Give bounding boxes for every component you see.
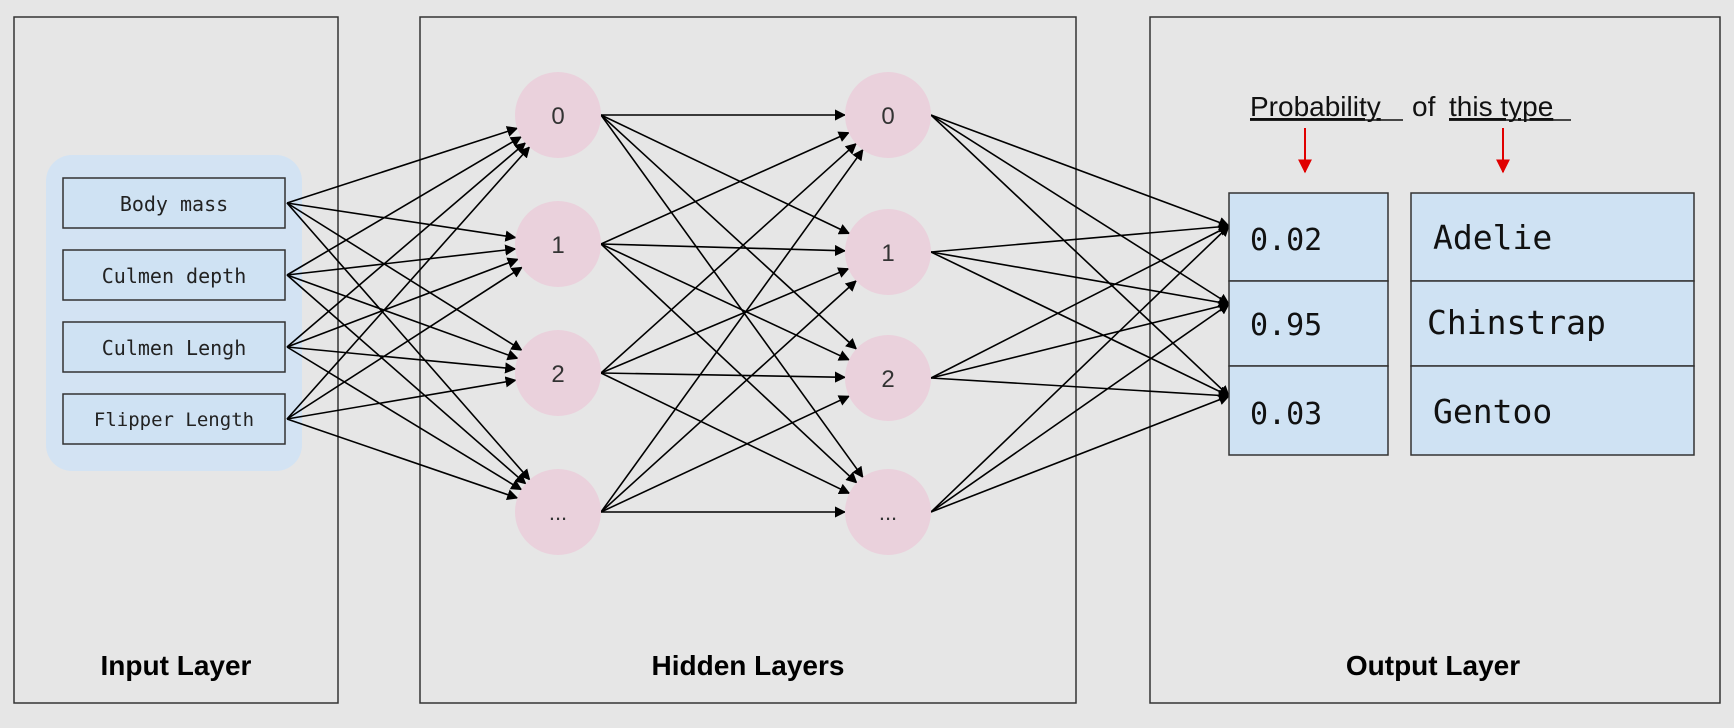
edge-hidden2-to-output: [930, 225, 1230, 513]
edge-input-to-hidden1: [286, 418, 519, 501]
hidden-node-label: 1: [551, 232, 564, 259]
edge-input-to-hidden1: [286, 274, 527, 485]
edge-hidden2-to-output: [930, 394, 1231, 513]
hidden-node-label: ...: [549, 500, 567, 525]
hidden-node: [515, 469, 601, 555]
input-feature-label: Flipper Length: [94, 409, 254, 431]
input-layer-panel: [13, 16, 339, 704]
edge-hidden1-to-hidden2: [600, 243, 847, 257]
input-layer-title: Input Layer: [101, 650, 252, 681]
edge-input-to-hidden1: [286, 146, 531, 420]
header-of: of: [1412, 91, 1436, 122]
edge-hidden1-to-hidden2: [600, 148, 864, 513]
input-feature-label: Body mass: [120, 192, 228, 216]
edge-hidden2-to-output: [930, 221, 1231, 253]
hidden-node-label: 0: [551, 103, 564, 130]
probability-value: 0.95: [1250, 308, 1322, 343]
hidden-layer-2: 0 1 2 ...: [845, 72, 931, 555]
hidden-node: [845, 72, 931, 158]
species-cell: [1410, 192, 1695, 282]
edge-hidden1-to-hidden2: [600, 395, 851, 513]
input-feature-label: Culmen Lengh: [102, 336, 247, 360]
hidden-node: [845, 335, 931, 421]
species-cell: [1410, 365, 1695, 456]
edge-hidden1-to-hidden2: [600, 371, 847, 383]
probability-cell: [1228, 365, 1389, 456]
hidden-node-label: ...: [879, 500, 897, 525]
species-label: Adelie: [1433, 218, 1552, 257]
edge-hidden1-to-hidden2: [600, 114, 851, 235]
hidden-node: [845, 209, 931, 295]
edge-input-to-hidden1: [286, 257, 519, 348]
edge-input-to-hidden1: [286, 376, 517, 420]
input-feature-box: Culmen depth: [62, 249, 286, 301]
probability-cell: [1228, 280, 1389, 367]
edge-input-to-hidden1: [286, 142, 527, 348]
hidden-node: [515, 201, 601, 287]
hidden-node: [845, 469, 931, 555]
hidden-node: [515, 330, 601, 416]
edge-input-to-hidden1: [286, 136, 522, 276]
probability-column: 0.02 0.95 0.03: [1228, 192, 1389, 456]
connection-edges: [286, 109, 1231, 518]
edge-hidden2-to-output: [930, 251, 1231, 308]
hidden-node-label: 2: [881, 366, 894, 393]
edge-hidden1-to-hidden2: [600, 372, 851, 495]
edge-hidden1-to-hidden2: [600, 267, 850, 374]
edge-hidden1-to-hidden2: [600, 114, 864, 479]
edge-hidden2-to-output: [930, 251, 1231, 397]
header-probability: Probability: [1250, 91, 1381, 122]
edge-hidden2-to-output: [930, 114, 1230, 397]
edge-hidden2-to-output: [930, 303, 1230, 513]
edge-input-to-hidden1: [286, 244, 517, 276]
input-feature-box: Body mass: [62, 177, 286, 229]
hidden-node: [515, 72, 601, 158]
edge-input-to-hidden1: [286, 346, 517, 374]
hidden-node-label: 2: [551, 361, 564, 388]
header-this-type: this type: [1449, 91, 1553, 122]
edge-hidden1-to-hidden2: [600, 243, 858, 484]
hidden-node-label: 0: [881, 103, 894, 130]
hidden-node-label: 1: [881, 240, 894, 267]
edge-input-to-hidden1: [286, 266, 523, 420]
input-feature-box: Flipper Length: [62, 393, 286, 445]
probability-value: 0.02: [1250, 223, 1322, 258]
edge-input-to-hidden1: [286, 346, 523, 491]
edge-hidden2-to-output: [930, 377, 1231, 401]
input-feature-box: Culmen Lengh: [62, 321, 286, 373]
species-column: Adelie Chinstrap Gentoo: [1410, 192, 1695, 456]
edge-hidden2-to-output: [930, 225, 1230, 379]
edge-input-to-hidden1: [286, 202, 523, 351]
species-label: Chinstrap: [1427, 303, 1606, 342]
hidden-layer-1: 0 1 2 ...: [515, 72, 601, 555]
species-label: Gentoo: [1433, 392, 1552, 431]
edge-hidden2-to-output: [930, 300, 1231, 379]
probability-cell: [1228, 192, 1389, 282]
edge-hidden2-to-output: [930, 114, 1230, 305]
edge-hidden1-to-hidden2: [600, 243, 851, 361]
edge-input-to-hidden1: [286, 274, 519, 361]
edge-hidden1-to-hidden2: [600, 142, 857, 374]
edge-input-to-hidden1: [286, 202, 517, 242]
edge-hidden1-to-hidden2: [600, 114, 858, 350]
output-layer-title: Output Layer: [1346, 650, 1520, 681]
edge-hidden2-to-output: [930, 114, 1231, 228]
input-features-group: [46, 155, 302, 471]
edge-hidden1-to-hidden2: [600, 280, 857, 513]
edge-input-to-hidden1: [286, 126, 519, 204]
input-feature-label: Culmen depth: [102, 264, 247, 288]
hidden-layers-title: Hidden Layers: [652, 650, 845, 681]
probability-value: 0.03: [1250, 397, 1322, 432]
edge-hidden1-to-hidden2: [600, 131, 850, 245]
output-header: Probability of this type: [1250, 91, 1571, 122]
